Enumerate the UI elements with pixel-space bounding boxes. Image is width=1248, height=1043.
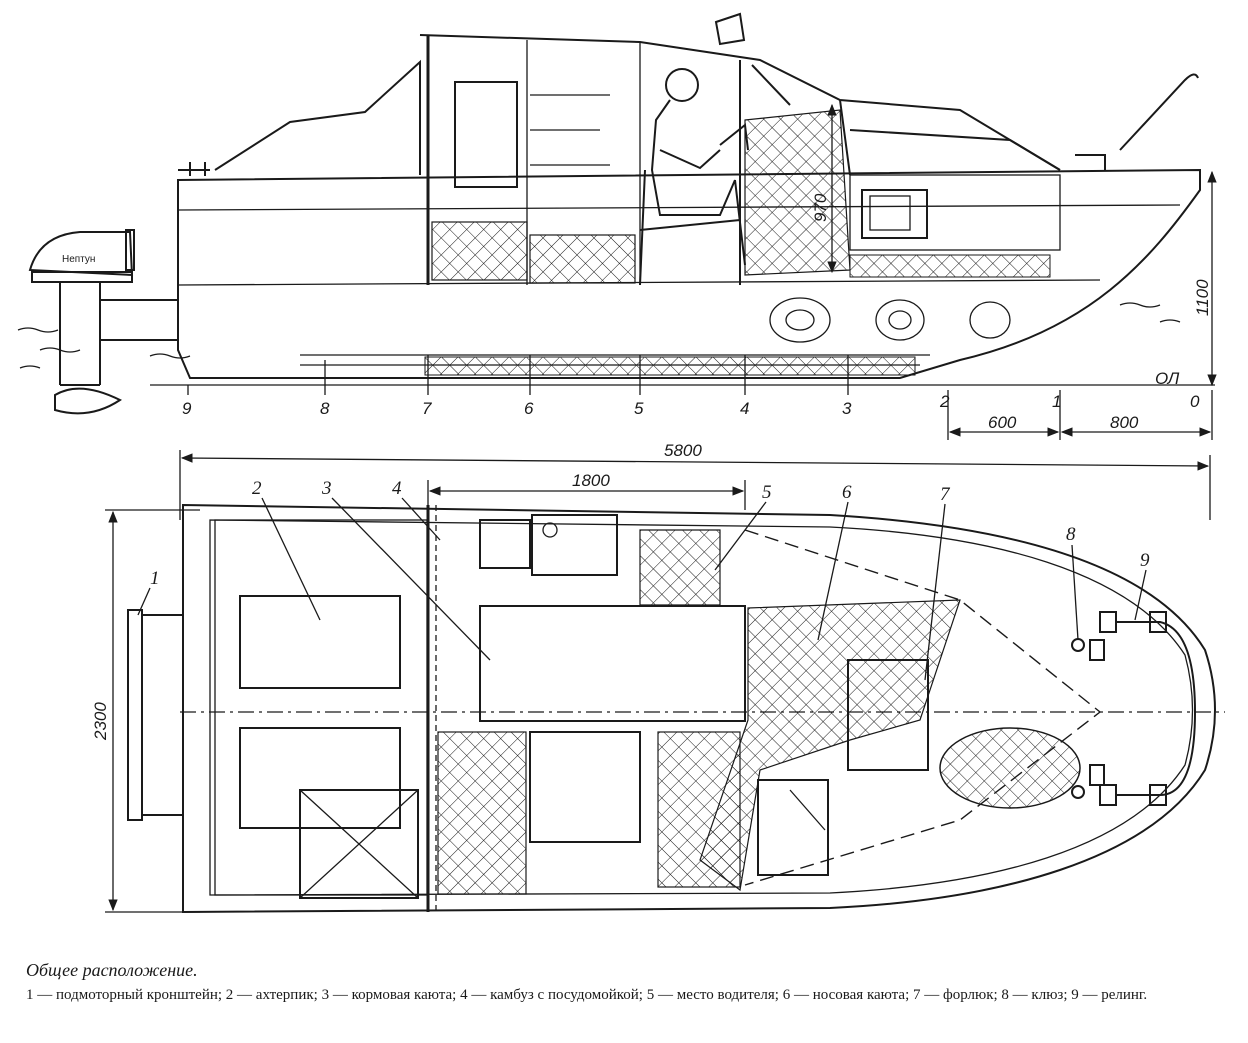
station-label: 0 (1190, 392, 1200, 411)
plan-view: 5800 1800 2300 (91, 441, 1225, 914)
callout-label: 4 (392, 478, 402, 499)
caption-legend: 1 — подмоторный кронштейн; 2 — ахтерпик;… (26, 987, 1148, 1003)
station-spacing-dimension: 600 (988, 413, 1017, 432)
station-label: 8 (320, 399, 330, 418)
station-label: 3 (842, 399, 852, 418)
callout-label: 9 (1140, 550, 1150, 571)
callout-label: 5 (762, 482, 772, 503)
outboard-motor: Нептун (28, 229, 178, 415)
cabin-length-dimension: 1800 (572, 471, 610, 490)
engine-brand-label: Нептун (62, 254, 95, 265)
driver-figure (639, 68, 749, 286)
plan-hull-outline (182, 503, 1216, 914)
callout-label: 3 (321, 478, 332, 499)
figure-caption: Общее расположение. 1 — подмоторный крон… (26, 960, 1226, 1005)
callout-label: 6 (842, 482, 852, 503)
station-numbers: 9 8 7 6 5 4 3 2 1 0 (182, 355, 1200, 418)
side-profile-view: Нептун 9 8 7 6 5 4 3 2 1 0 ОЛ 970 1100 (17, 12, 1217, 440)
searchlight (714, 12, 746, 46)
hull-outline (177, 168, 1201, 379)
boat-general-arrangement-drawing: Нептун 9 8 7 6 5 4 3 2 1 0 ОЛ 970 1100 (17, 12, 1225, 914)
station-spacing-dimension: 800 (1110, 413, 1139, 432)
tv-set (861, 189, 928, 239)
callout-label: 1 (150, 568, 160, 589)
station-label: 2 (939, 392, 950, 411)
station-label: 1 (1052, 392, 1061, 411)
callout-label: 8 (1066, 524, 1076, 545)
bow-fittings (1071, 611, 1197, 806)
station-label: 6 (524, 399, 534, 418)
motor-bracket (127, 609, 143, 821)
cabin-superstructure (419, 34, 1061, 171)
caption-title: Общее расположение. (26, 960, 198, 980)
callout-label: 7 (940, 484, 951, 505)
station-label: 5 (634, 399, 644, 418)
bow-rail (1119, 73, 1199, 151)
stern-shelter (214, 59, 421, 175)
station-label: 4 (740, 399, 749, 418)
callout-label: 2 (252, 478, 262, 499)
station-label: 7 (422, 399, 432, 418)
waterline-label: ОЛ (1155, 369, 1180, 388)
beam-dimension: 2300 (91, 702, 110, 741)
cabin-height-dimension: 970 (811, 193, 830, 222)
overall-length-dimension: 5800 (664, 441, 702, 460)
plan-callouts: 1 2 3 4 5 6 7 8 9 (137, 478, 1150, 681)
hull-swirls (769, 297, 1011, 343)
station-label: 9 (182, 399, 192, 418)
height-dimension: 1100 (1193, 279, 1212, 316)
